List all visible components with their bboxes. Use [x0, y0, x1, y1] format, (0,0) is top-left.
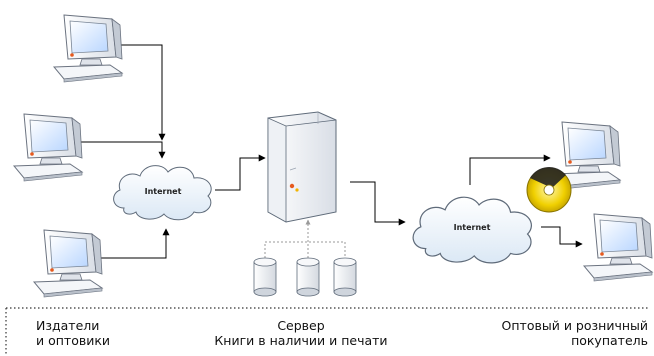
internet-cloud-left: Internet [113, 165, 212, 221]
caption-publishers-line1: Издатели [36, 318, 100, 333]
databases [253, 257, 357, 297]
caption-server-line2: Книги в наличии и печати [214, 333, 388, 348]
publisher-computer-3 [33, 229, 103, 298]
cloud-label-right: Internet [454, 223, 491, 232]
publisher-computer-1 [53, 14, 123, 83]
database-icon [296, 257, 320, 297]
link-pc1-cloud [117, 44, 166, 141]
database-icon [333, 257, 357, 297]
connections [78, 44, 583, 259]
db-links [264, 219, 346, 258]
database-icon [253, 257, 277, 297]
link-cloud-server [215, 154, 266, 191]
link-pc3-cloud [98, 228, 170, 259]
caption-publishers-line2: и оптовики [36, 333, 111, 348]
cloud-label-left: Internet [145, 187, 182, 196]
caption-server-line1: Сервер [277, 318, 325, 333]
caption-buyers: Оптовый и розничный покупатель [458, 318, 648, 348]
publisher-computer-2 [13, 113, 83, 182]
cd-icon [526, 167, 572, 213]
caption-server: Сервер Книги в наличии и печати [196, 318, 406, 348]
internet-cloud-right: Internet [412, 196, 533, 264]
server-icon [267, 111, 337, 223]
link-server-cloud [350, 181, 406, 226]
link-pc2-cloud [78, 141, 166, 159]
caption-publishers: Издатели и оптовики [36, 318, 110, 348]
buyer-computer-2 [583, 213, 653, 282]
link-cloud-buyer1 [469, 154, 551, 185]
caption-buyers-line1: Оптовый и розничный [501, 318, 648, 333]
link-cloud-buyer2 [541, 226, 583, 248]
caption-buyers-line2: покупатель [571, 333, 648, 348]
